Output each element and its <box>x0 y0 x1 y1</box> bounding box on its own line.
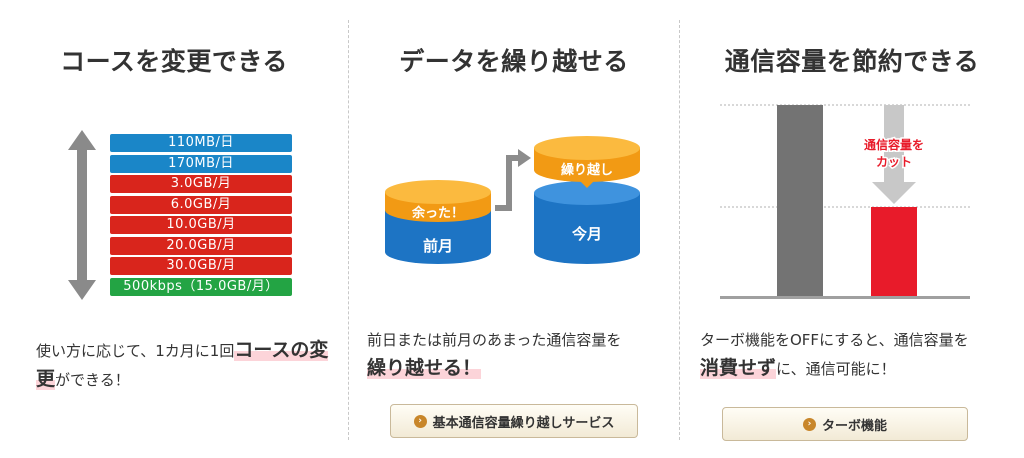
chevron-right-icon: › <box>413 414 427 428</box>
carry-arrowhead-icon <box>518 149 531 167</box>
plan-list: 110MB/日 170MB/日 3.0GB/月 6.0GB/月 10.0GB/月… <box>110 134 292 298</box>
plan-170mb-day: 170MB/日 <box>110 154 292 173</box>
desc-text: 前日または前月のあまった通信容量を <box>367 331 622 349</box>
double-arrow-icon <box>68 130 96 300</box>
section-heading: データを繰り越せる <box>399 47 629 76</box>
section-description: 使い方に応じて、1カ月に1回コースの変更ができる！ <box>36 336 336 394</box>
section-description: 前日または前月のあまった通信容量を繰り越せる！ <box>367 326 677 383</box>
desc-text: 使い方に応じて、1カ月に1回 <box>36 342 235 360</box>
desc-emphasis: 消費せず <box>700 357 777 379</box>
cut-label: 通信容量を カット <box>862 136 925 171</box>
column-divider <box>348 20 349 440</box>
down-arrow-icon <box>872 105 916 204</box>
carry-arrow-icon <box>495 155 519 211</box>
plan-30gb-month: 30.0GB/月 <box>110 257 292 275</box>
save-capacity-section: 通信容量を節約できる 通信容量を カット ターボ機能をOFFにすると、通信容量を… <box>680 0 1024 458</box>
column-divider <box>679 20 680 440</box>
full-usage-bar <box>777 105 823 298</box>
section-heading: コースを変更できる <box>60 47 288 76</box>
desc-emphasis: 繰り越せる！ <box>367 357 482 379</box>
button-label: ターボ機能 <box>821 418 887 434</box>
course-change-section: コースを変更できる 110MB/日 170MB/日 3.0GB/月 6.0GB/… <box>0 0 348 458</box>
prev-month-cylinder: 余った！ 前月 <box>385 180 491 264</box>
section-description: ターボ機能をOFFにすると、通信容量を消費せずに、通信可能に！ <box>700 326 1020 383</box>
carryover-service-button[interactable]: › 基本通信容量繰り越しサービス <box>390 404 638 438</box>
carryover-label: 繰り越し <box>561 162 613 178</box>
desc-text: ターボ機能をOFFにすると、通信容量を <box>700 331 969 349</box>
this-month-cylinder: 繰り越し 今月 <box>534 136 640 264</box>
cut-label-line1: 通信容量を <box>864 137 924 152</box>
plan-500kbps: 500kbps（15.0GB/月） <box>110 277 292 296</box>
desc-text: に、通信可能に！ <box>776 360 896 378</box>
prev-month-label: 前月 <box>423 237 453 255</box>
desc-text: ができる！ <box>55 371 130 389</box>
baseline <box>720 296 970 299</box>
plan-20gb-month: 20.0GB/月 <box>110 236 292 255</box>
turbo-function-button[interactable]: › ターボ機能 <box>722 407 968 441</box>
plan-3gb-month: 3.0GB/月 <box>110 175 292 193</box>
this-month-label: 今月 <box>571 225 602 243</box>
plan-10gb-month: 10.0GB/月 <box>110 216 292 234</box>
reduced-usage-bar <box>871 207 917 298</box>
capacity-illustration: 通信容量を カット <box>720 104 970 299</box>
chevron-right-icon: › <box>802 417 816 431</box>
button-label: 基本通信容量繰り越しサービス <box>432 415 615 431</box>
leftover-label: 余った！ <box>411 205 464 221</box>
carryover-illustration: 余った！ 前月 繰り越し 今月 <box>385 136 640 264</box>
plan-110mb-day: 110MB/日 <box>110 134 292 152</box>
section-heading: 通信容量を節約できる <box>724 47 980 76</box>
cut-label-line2: カット <box>876 155 912 169</box>
data-carryover-section: データを繰り越せる 余った！ 前月 繰り越し 今月 前日または前月のあまった通信… <box>349 0 679 458</box>
plan-6gb-month: 6.0GB/月 <box>110 195 292 214</box>
